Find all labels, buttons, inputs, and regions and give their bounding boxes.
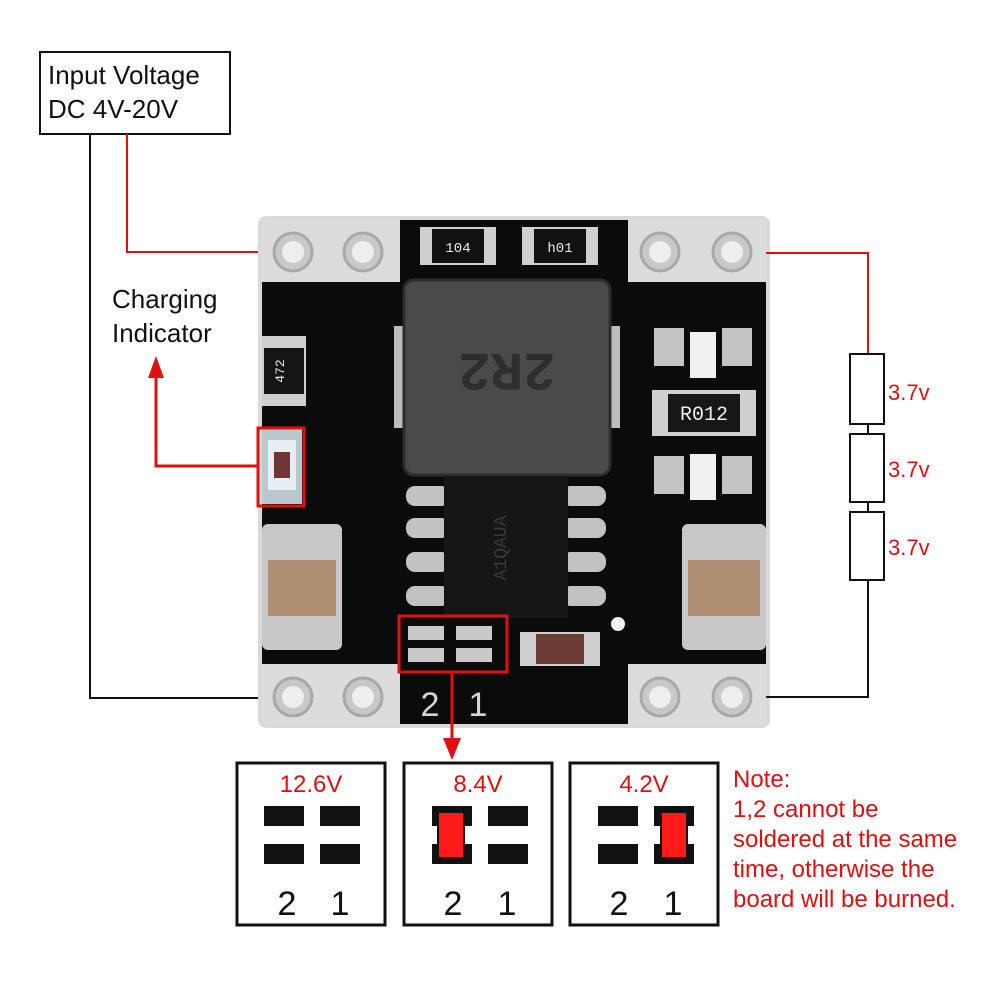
small-capacitor xyxy=(520,632,600,666)
svg-text:A1QAUA: A1QAUA xyxy=(492,515,512,580)
board-jumper-pads xyxy=(408,626,492,662)
smd-pads-right xyxy=(654,328,752,500)
svg-text:2: 2 xyxy=(278,885,297,923)
sense-resistor: R012 xyxy=(652,390,756,436)
battery-cell-label-1: 3.7v xyxy=(888,380,930,405)
input-voltage-box xyxy=(39,51,231,135)
battery-cell-label-2: 3.7v xyxy=(888,457,930,482)
battery-positive-wire xyxy=(766,252,869,354)
option-4v2: 4.2V 2 1 xyxy=(568,761,720,927)
resistor-472: 472 xyxy=(262,336,306,406)
svg-text:1: 1 xyxy=(664,885,683,923)
ic-chip: A1QAUA xyxy=(406,476,606,618)
charging-callout-arrow xyxy=(148,356,164,378)
battery-negative-wire xyxy=(766,580,869,698)
capacitor-left xyxy=(262,524,342,650)
board-pad-label-1: 1 xyxy=(469,686,488,724)
pcb-board: 104 h01 2R2 472 R012 xyxy=(258,216,770,728)
warning-note: Note: 1,2 cannot be soldered at the same… xyxy=(733,766,958,913)
battery-cell-label-3: 3.7v xyxy=(888,535,930,560)
svg-text:2: 2 xyxy=(610,885,629,923)
negative-wire xyxy=(89,134,272,699)
svg-text:R012: R012 xyxy=(680,404,728,427)
input-voltage-label: Input Voltage DC 4V-20V xyxy=(48,60,200,124)
charging-callout-line xyxy=(154,372,258,468)
charging-indicator-label: Charging Indicator xyxy=(112,284,218,348)
option-8v4: 8.4V 2 1 xyxy=(402,761,554,927)
battery-cells xyxy=(849,353,885,581)
board-pad-label-2: 2 xyxy=(421,686,440,724)
solder-bridge-1 xyxy=(660,811,688,859)
svg-text:1: 1 xyxy=(498,885,517,923)
svg-text:2R2: 2R2 xyxy=(458,337,555,398)
svg-text:8.4V: 8.4V xyxy=(453,771,502,798)
svg-text:1: 1 xyxy=(331,885,350,923)
charging-led xyxy=(262,428,302,504)
positive-wire xyxy=(126,134,272,253)
option-12v6: 12.6V 2 1 xyxy=(235,761,387,927)
svg-text:472: 472 xyxy=(273,359,288,382)
svg-text:h01: h01 xyxy=(547,241,572,257)
capacitor-right xyxy=(682,524,766,650)
resistor-104: 104 xyxy=(420,227,496,265)
svg-text:2: 2 xyxy=(444,885,463,923)
svg-text:12.6V: 12.6V xyxy=(280,771,343,798)
options-callout-arrow xyxy=(443,738,461,760)
solder-bridge-2 xyxy=(437,811,465,859)
svg-text:104: 104 xyxy=(445,241,470,257)
resistor-h01: h01 xyxy=(522,227,598,265)
inductor: 2R2 xyxy=(394,278,620,477)
svg-text:4.2V: 4.2V xyxy=(619,771,668,798)
